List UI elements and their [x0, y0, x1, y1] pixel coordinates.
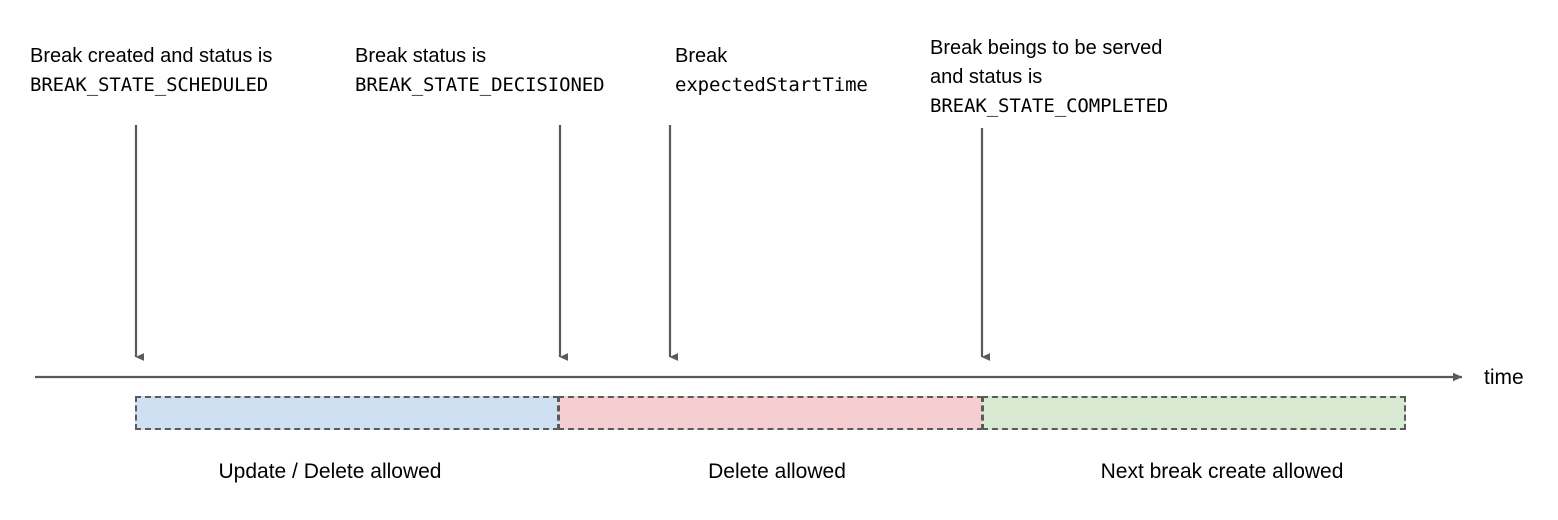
annotation-break-created: Break created and status is BREAK_STATE_…	[30, 42, 272, 100]
phase-bar-decisioned	[558, 396, 983, 430]
annotation-expected-start-time: Break expectedStartTime	[675, 42, 868, 100]
annotation-break-served-state: BREAK_STATE_COMPLETED	[930, 95, 1169, 117]
annotation-break-decisioned: Break status is BREAK_STATE_DECISIONED	[355, 42, 605, 100]
annotation-break-decisioned-line1: Break status is	[355, 45, 487, 67]
annotation-break-served: Break beings to be served and status is …	[930, 34, 1168, 121]
annotation-break-created-line1: Break created and status is	[30, 45, 273, 67]
annotation-break-served-line1: Break beings to be served	[930, 37, 1163, 59]
phase-caption-decisioned: Delete allowed	[708, 460, 846, 483]
time-axis-label: time	[1484, 366, 1524, 389]
phase-bar-completed	[982, 396, 1406, 430]
phase-caption-completed: Next break create allowed	[1100, 460, 1344, 483]
annotation-expected-start-time-field: expectedStartTime	[675, 74, 868, 96]
phase-caption-scheduled: Update / Delete allowed	[218, 460, 442, 483]
phase-bar-scheduled	[135, 396, 559, 430]
annotation-break-created-state: BREAK_STATE_SCHEDULED	[30, 74, 269, 96]
annotation-expected-start-time-line1: Break	[675, 45, 728, 67]
annotation-break-served-line2: and status is	[930, 66, 1043, 88]
annotation-break-decisioned-state: BREAK_STATE_DECISIONED	[355, 74, 605, 96]
